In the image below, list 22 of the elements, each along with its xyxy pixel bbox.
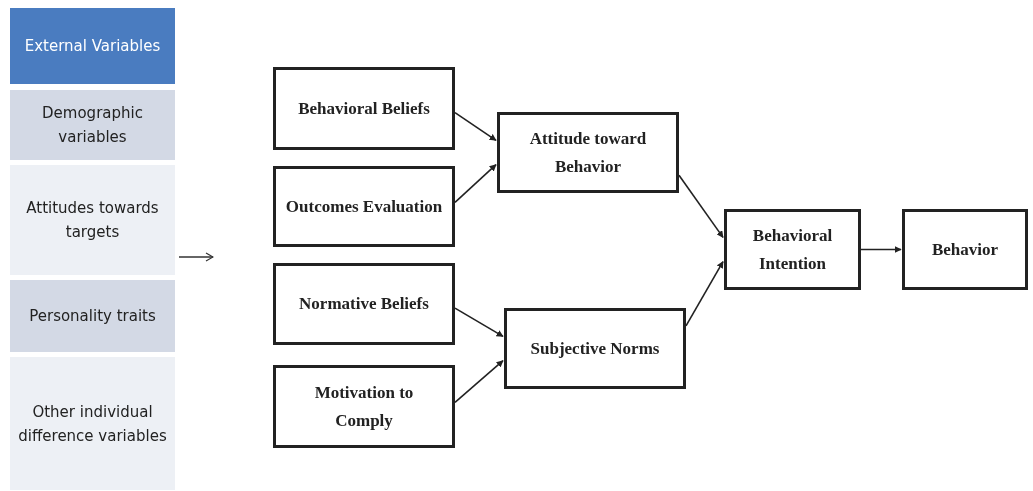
- process-box: Motivation to Comply: [273, 365, 455, 448]
- process-box: Behavioral Intention: [724, 209, 861, 290]
- variable-band: Personality traits: [10, 280, 175, 352]
- arrow: [454, 359, 504, 404]
- process-box: Subjective Norms: [504, 308, 686, 389]
- arrow: [860, 246, 902, 253]
- variable-band: Attitudes towards targets: [10, 165, 175, 275]
- variable-band: External Variables: [10, 8, 175, 84]
- variables-column: [10, 8, 175, 490]
- process-box: Outcomes Evaluation: [273, 166, 455, 247]
- arrow: [678, 174, 724, 239]
- process-box: Attitude toward Behavior: [497, 112, 679, 193]
- process-box: Behavioral Beliefs: [273, 67, 455, 150]
- arrow: [685, 260, 724, 327]
- variable-band: Demographic variables: [10, 90, 175, 160]
- variable-band: Other individual difference variables: [10, 357, 175, 490]
- arrow: [454, 111, 497, 142]
- arrow: [454, 307, 504, 338]
- process-box: Behavior: [902, 209, 1028, 290]
- arrow: [178, 252, 214, 262]
- process-box: Normative Beliefs: [273, 263, 455, 345]
- arrow: [454, 163, 497, 204]
